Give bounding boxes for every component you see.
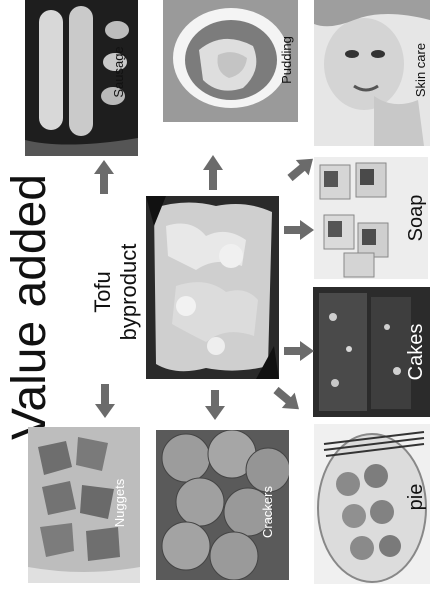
arrow-to-sausage-icon: [94, 160, 114, 194]
arrow-to-crackers-icon: [205, 390, 225, 420]
arrow-to-pudding-icon: [203, 155, 223, 190]
arrow-to-skincare-icon: [284, 151, 320, 186]
arrow-to-cakes-icon: [284, 341, 314, 361]
arrow-to-soap-icon: [284, 220, 314, 240]
arrow-to-pie-icon: [270, 382, 306, 417]
arrow-to-nuggets-icon: [95, 384, 115, 418]
